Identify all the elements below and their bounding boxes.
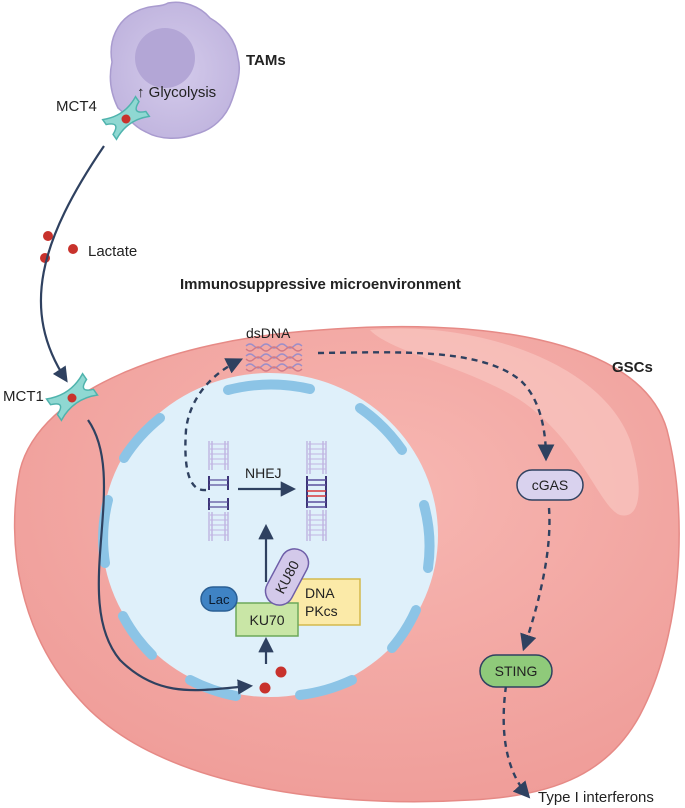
microenvironment-label: Immunosuppressive microenvironment bbox=[180, 276, 461, 293]
ifn-induction-arrow bbox=[502, 685, 531, 799]
cgas-node bbox=[516, 469, 584, 501]
lactate-dot bbox=[68, 244, 78, 254]
damaged-dna bbox=[208, 441, 229, 541]
cgas-label: cGAS bbox=[532, 477, 569, 493]
ku80-node bbox=[264, 548, 310, 606]
lactate-dot bbox=[67, 393, 77, 403]
tam-nucleus bbox=[135, 28, 195, 88]
tams-label: TAMs bbox=[246, 52, 286, 69]
dna-pkcs-label-line1: DNA bbox=[305, 585, 335, 601]
dsdna-release-arrow bbox=[184, 358, 244, 492]
lactate-dot bbox=[275, 666, 287, 678]
lactate-label: Lactate bbox=[88, 243, 137, 260]
lactate-export-arrow bbox=[39, 145, 105, 383]
cgas-activation-arrow bbox=[317, 351, 555, 462]
ku70-box bbox=[235, 602, 299, 637]
sting-node bbox=[479, 654, 553, 688]
sting-label: STING bbox=[495, 663, 538, 679]
repaired-dna bbox=[306, 441, 327, 541]
lactate-import-arrow bbox=[87, 419, 254, 695]
dna-pkcs-label-line2: PKcs bbox=[305, 603, 338, 619]
glycolysis-label: ↑ Glycolysis bbox=[137, 84, 216, 101]
lactate-dot bbox=[43, 231, 53, 241]
mct1-label: MCT1 bbox=[3, 388, 44, 405]
lac-label: Lac bbox=[209, 592, 230, 607]
type1-ifn-label: Type I interferons bbox=[538, 789, 654, 806]
lac-node bbox=[200, 586, 238, 612]
ku70-label: KU70 bbox=[249, 612, 284, 628]
lactate-dot bbox=[121, 114, 131, 124]
sting-activation-arrow bbox=[520, 507, 551, 652]
mct4-label: MCT4 bbox=[56, 98, 97, 115]
cell-highlight bbox=[370, 328, 639, 516]
lactate-dot bbox=[259, 682, 271, 694]
dsdna-label: dsDNA bbox=[246, 325, 291, 341]
gscs-label: GSCs bbox=[612, 359, 653, 376]
dsdna-strands bbox=[245, 343, 303, 372]
nhej-label: NHEJ bbox=[245, 465, 282, 481]
